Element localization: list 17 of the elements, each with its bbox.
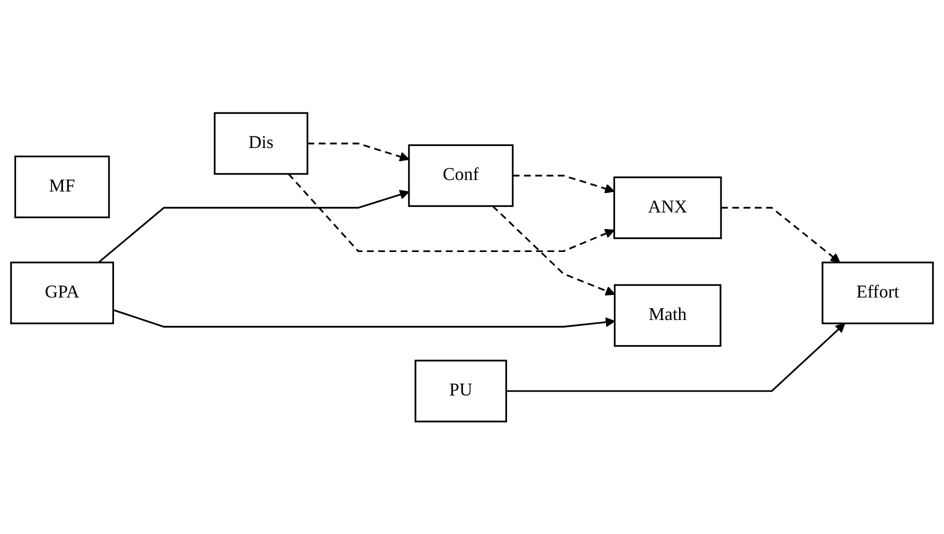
- node-box: [214, 112, 308, 174]
- arrow: [721, 206, 840, 263]
- node-box: [414, 359, 508, 422]
- arrow: [112, 308, 616, 328]
- node-box: [613, 176, 722, 239]
- path-diagram: MF Conf Effort Dis ANX Math PU GPA: [2, 104, 942, 430]
- node-box: [14, 155, 110, 218]
- node-box: [408, 144, 514, 207]
- arrow: [512, 174, 615, 194]
- arrow: [288, 173, 615, 252]
- node-box: [10, 261, 114, 324]
- arrow: [492, 205, 616, 296]
- node-box: [614, 284, 722, 347]
- node-box: [822, 261, 934, 324]
- arrow: [307, 142, 410, 162]
- arrow: [98, 190, 410, 263]
- arrow: [506, 322, 846, 392]
